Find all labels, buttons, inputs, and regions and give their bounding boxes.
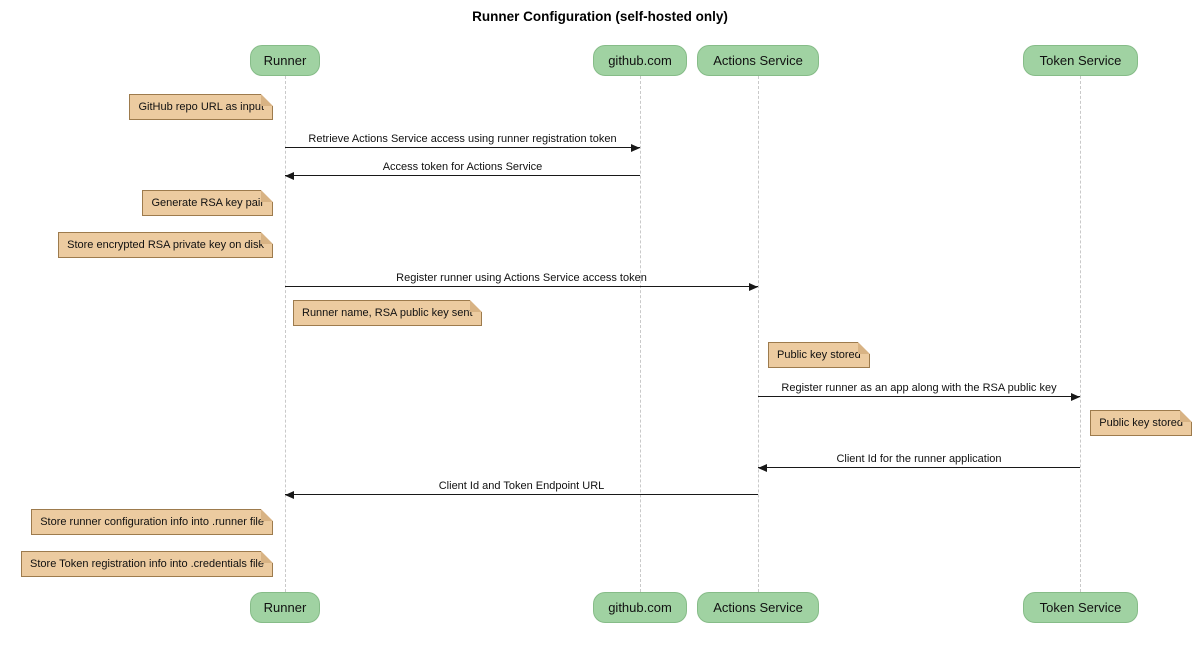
note-fold-icon — [857, 342, 870, 354]
message-label: Retrieve Actions Service access using ru… — [308, 133, 617, 145]
message-register-runner: Register runner using Actions Service ac… — [285, 265, 758, 291]
message-register-runner-app: Register runner as an app along with the… — [758, 375, 1080, 401]
note-fold-icon — [261, 190, 273, 202]
note-text: GitHub repo URL as input — [138, 101, 264, 113]
note-public-key-stored-token: Public key stored — [1090, 410, 1192, 436]
participant-actions-service-top: Actions Service — [697, 45, 819, 76]
participant-actions-service-bottom: Actions Service — [697, 592, 819, 623]
note-fold-icon — [261, 232, 273, 244]
message-retrieve-actions-access: Retrieve Actions Service access using ru… — [285, 126, 640, 152]
note-fold-icon — [261, 509, 273, 521]
message-line — [758, 467, 1080, 468]
message-client-id-endpoint: Client Id and Token Endpoint URL — [285, 473, 758, 499]
lifeline-actions-service — [758, 76, 759, 592]
participant-runner-bottom: Runner — [250, 592, 320, 623]
message-label: Client Id for the runner application — [836, 453, 1002, 465]
lifeline-token-service — [1080, 76, 1081, 592]
note-text: Generate RSA key pair — [151, 197, 264, 209]
note-fold-icon — [261, 94, 273, 106]
message-line — [758, 396, 1080, 397]
arrowhead-left-icon — [758, 463, 767, 472]
participant-github-top: github.com — [593, 45, 687, 76]
note-public-key-stored-actions: Public key stored — [768, 342, 870, 368]
note-text: Store Token registration info into .cred… — [30, 558, 264, 570]
participant-token-service-bottom: Token Service — [1023, 592, 1138, 623]
message-label: Register runner as an app along with the… — [781, 382, 1057, 394]
arrowhead-right-icon — [749, 282, 758, 291]
message-label: Access token for Actions Service — [382, 161, 543, 173]
note-fold-icon — [469, 300, 482, 312]
arrowhead-right-icon — [1071, 392, 1080, 401]
note-store-private-key: Store encrypted RSA private key on disk — [58, 232, 273, 258]
note-repo-url-input: GitHub repo URL as input — [129, 94, 273, 120]
arrowhead-left-icon — [285, 171, 294, 180]
message-label: Register runner using Actions Service ac… — [396, 272, 647, 284]
participant-token-service-top: Token Service — [1023, 45, 1138, 76]
message-label: Client Id and Token Endpoint URL — [438, 480, 605, 492]
note-text: Store encrypted RSA private key on disk — [67, 239, 264, 251]
arrowhead-right-icon — [631, 143, 640, 152]
message-line — [285, 175, 640, 176]
note-runner-name-sent: Runner name, RSA public key sent — [293, 300, 482, 326]
note-fold-icon — [1180, 410, 1192, 422]
note-generate-rsa: Generate RSA key pair — [142, 190, 273, 216]
diagram-title: Runner Configuration (self-hosted only) — [472, 9, 728, 24]
lifeline-runner — [285, 76, 286, 592]
message-line — [285, 494, 758, 495]
participant-runner-top: Runner — [250, 45, 320, 76]
message-line — [285, 286, 758, 287]
arrowhead-left-icon — [285, 490, 294, 499]
note-text: Store runner configuration info into .ru… — [40, 516, 264, 528]
note-store-runner-file: Store runner configuration info into .ru… — [31, 509, 273, 535]
note-store-credentials-file: Store Token registration info into .cred… — [21, 551, 273, 577]
note-fold-icon — [261, 551, 273, 563]
lifeline-github — [640, 76, 641, 592]
participant-github-bottom: github.com — [593, 592, 687, 623]
note-text: Runner name, RSA public key sent — [302, 307, 473, 319]
note-text: Public key stored — [777, 349, 861, 361]
message-access-token-returned: Access token for Actions Service — [285, 154, 640, 180]
message-client-id-returned: Client Id for the runner application — [758, 446, 1080, 472]
message-line — [285, 147, 640, 148]
note-text: Public key stored — [1099, 417, 1183, 429]
